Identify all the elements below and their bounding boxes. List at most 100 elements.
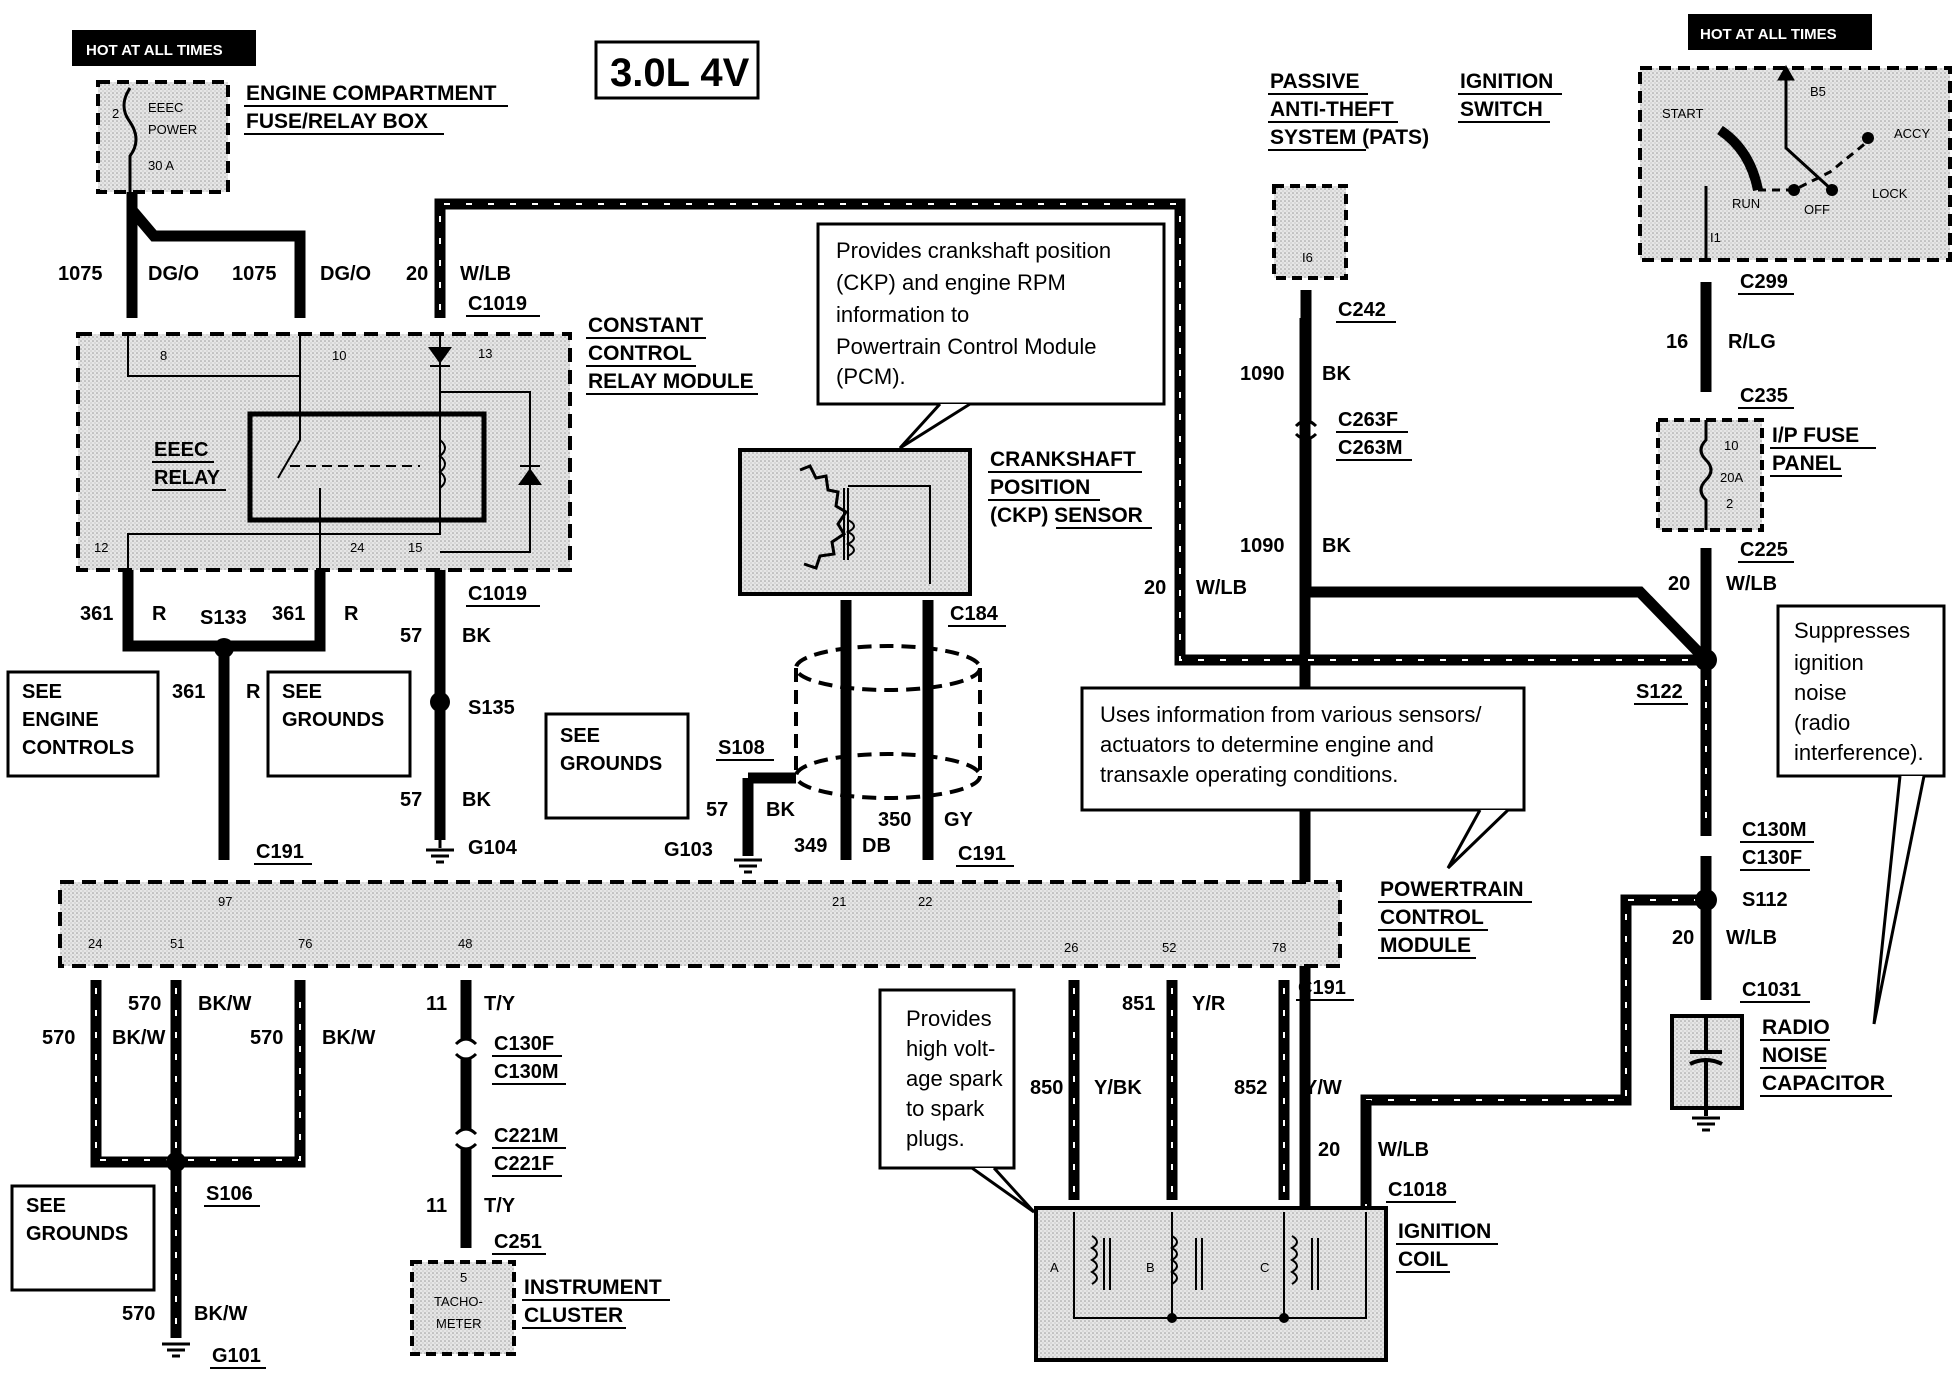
wire-label-57-b: 57 bbox=[400, 789, 422, 811]
ccrm-pin-12: 12 bbox=[94, 540, 108, 555]
fuse-box bbox=[96, 80, 230, 194]
see-engine-controls-box[interactable] bbox=[6, 670, 160, 778]
splice-s106: S106 bbox=[206, 1183, 253, 1205]
coil-note-line-3: age spark bbox=[906, 1066, 1004, 1091]
connector-c191-left: C191 bbox=[256, 841, 304, 863]
fuse-name-1: EEEC bbox=[148, 100, 183, 115]
coil-note-line-1: Provides bbox=[906, 1006, 992, 1031]
wire-label-570-a: 570 bbox=[128, 993, 161, 1015]
wire-color-ty-b: T/Y bbox=[484, 1195, 516, 1217]
wire-color-bkw-b: BK/W bbox=[112, 1027, 165, 1049]
eeec-relay-label-2: RELAY bbox=[154, 467, 221, 489]
connector-c263m: C263M bbox=[1338, 437, 1402, 459]
ccrm-title-2: CONTROL bbox=[588, 342, 692, 365]
see-grounds-box-2[interactable] bbox=[544, 712, 690, 820]
connector-c1018: C1018 bbox=[1388, 1179, 1447, 1201]
coil-b-label: B bbox=[1146, 1260, 1155, 1275]
pcm-pin-48: 48 bbox=[458, 936, 472, 951]
wire-label-361-c: 361 bbox=[172, 681, 205, 703]
wire-color-wlb-a: W/LB bbox=[460, 263, 511, 285]
ccrm-pin-15: 15 bbox=[408, 540, 422, 555]
connector-c184: C184 bbox=[950, 603, 999, 625]
pcm-note bbox=[1080, 686, 1526, 812]
wire-label-20-c: 20 bbox=[1668, 573, 1690, 595]
see-box-4-line-2: GROUNDS bbox=[26, 1223, 128, 1245]
ground-g103: G103 bbox=[664, 839, 713, 861]
ip-fuse-title-1: I/P FUSE bbox=[1772, 424, 1859, 447]
switch-pos-lock: LOCK bbox=[1872, 186, 1908, 201]
tach-label-2: METER bbox=[436, 1316, 482, 1331]
switch-pos-b5: B5 bbox=[1810, 84, 1826, 99]
wire-color-r-c: R bbox=[246, 681, 261, 703]
wire-color-yr: Y/R bbox=[1192, 993, 1226, 1015]
shield-top bbox=[794, 644, 982, 692]
wire-label-16: 16 bbox=[1666, 331, 1688, 353]
pats-title-2: ANTI-THEFT bbox=[1270, 98, 1394, 121]
pats-pin: I6 bbox=[1302, 250, 1313, 265]
coil-c-label: C bbox=[1260, 1260, 1269, 1275]
capacitor-note-line-1: Suppresses bbox=[1794, 618, 1910, 643]
pcm-box bbox=[58, 880, 1342, 968]
connector-c130m-right: C130M bbox=[1742, 819, 1806, 841]
ckp-title-1: CRANKSHAFT bbox=[990, 448, 1136, 471]
pcm-note-line-3: transaxle operating conditions. bbox=[1100, 762, 1398, 787]
ignition-switch-box bbox=[1638, 66, 1952, 262]
wire-color-bkw-c: BK/W bbox=[322, 1027, 375, 1049]
coil-a-label: A bbox=[1050, 1260, 1059, 1275]
wire-color-wlb-b: W/LB bbox=[1196, 577, 1247, 599]
pcm-pin-76: 76 bbox=[298, 936, 312, 951]
see-box-4-line-1: SEE bbox=[26, 1195, 66, 1217]
tach-pin: 5 bbox=[460, 1270, 467, 1285]
fuse-name-2: POWER bbox=[148, 122, 197, 137]
instrument-title-1: INSTRUMENT bbox=[524, 1276, 662, 1299]
capacitor-note-line-2: ignition bbox=[1794, 650, 1864, 675]
connector-c221m: C221M bbox=[494, 1125, 558, 1147]
wire-color-yw: Y/W bbox=[1304, 1077, 1342, 1099]
wire-color-wlb-d: W/LB bbox=[1726, 927, 1777, 949]
pcm-pin-78: 78 bbox=[1272, 940, 1286, 955]
pats-title-1: PASSIVE bbox=[1270, 70, 1359, 93]
see-box-3-line-1: SEE bbox=[560, 725, 600, 747]
ground-g104: G104 bbox=[468, 837, 518, 859]
ignition-coil-wires bbox=[1068, 980, 1372, 1200]
radio-cap-title-1: RADIO bbox=[1762, 1016, 1830, 1039]
wire-color-bkw-a: BK/W bbox=[198, 993, 251, 1015]
pats-wire bbox=[1300, 290, 1710, 664]
ccrm-title-3: RELAY MODULE bbox=[588, 370, 754, 393]
wire-color-wlb-e: W/LB bbox=[1378, 1139, 1429, 1161]
ckp-note-line-4: Powertrain Control Module bbox=[836, 334, 1096, 359]
coil-note bbox=[878, 988, 1016, 1170]
gear-icon bbox=[799, 464, 849, 570]
ckp-coil-icon bbox=[843, 485, 931, 584]
switch-pos-accy: ACCY bbox=[1894, 126, 1930, 141]
see-grounds-box-3[interactable] bbox=[10, 1184, 156, 1292]
fuse-rating: 30 A bbox=[148, 158, 174, 173]
see-box-2-line-1: SEE bbox=[282, 681, 322, 703]
pats-title-3: SYSTEM (PATS) bbox=[1270, 126, 1429, 149]
wire-label-1090-a: 1090 bbox=[1240, 363, 1285, 385]
connector-c130f-left: C130F bbox=[494, 1033, 554, 1055]
switch-pos-i1: I1 bbox=[1710, 230, 1721, 245]
see-grounds-box-1[interactable] bbox=[266, 670, 412, 778]
shield-bottom bbox=[794, 752, 982, 800]
ckp-note bbox=[816, 222, 1166, 406]
see-box-1-line-2: ENGINE bbox=[22, 709, 99, 731]
wire-label-852: 852 bbox=[1234, 1077, 1267, 1099]
pats-module-box bbox=[1272, 184, 1348, 280]
wire-label-11-b: 11 bbox=[426, 1195, 447, 1217]
pcm-title-1: POWERTRAIN bbox=[1380, 878, 1524, 901]
wire-label-570-c: 570 bbox=[250, 1027, 283, 1049]
connector-c242: C242 bbox=[1338, 299, 1386, 321]
tach-label-1: TACHO- bbox=[434, 1294, 483, 1309]
pcm-pin-22: 22 bbox=[918, 894, 932, 909]
ignition-switch-contacts bbox=[1704, 64, 1873, 262]
radio-cap-title-3: CAPACITOR bbox=[1762, 1072, 1885, 1095]
ignition-coil-box bbox=[1034, 1206, 1388, 1362]
ccrm-pin-24: 24 bbox=[350, 540, 364, 555]
connector-c1019-top: C1019 bbox=[468, 293, 527, 315]
tachometer-box bbox=[410, 1260, 516, 1356]
wire-label-11-a: 11 bbox=[426, 993, 447, 1015]
capacitor-note-line-3: noise bbox=[1794, 680, 1847, 705]
connector-c235: C235 bbox=[1740, 385, 1788, 407]
